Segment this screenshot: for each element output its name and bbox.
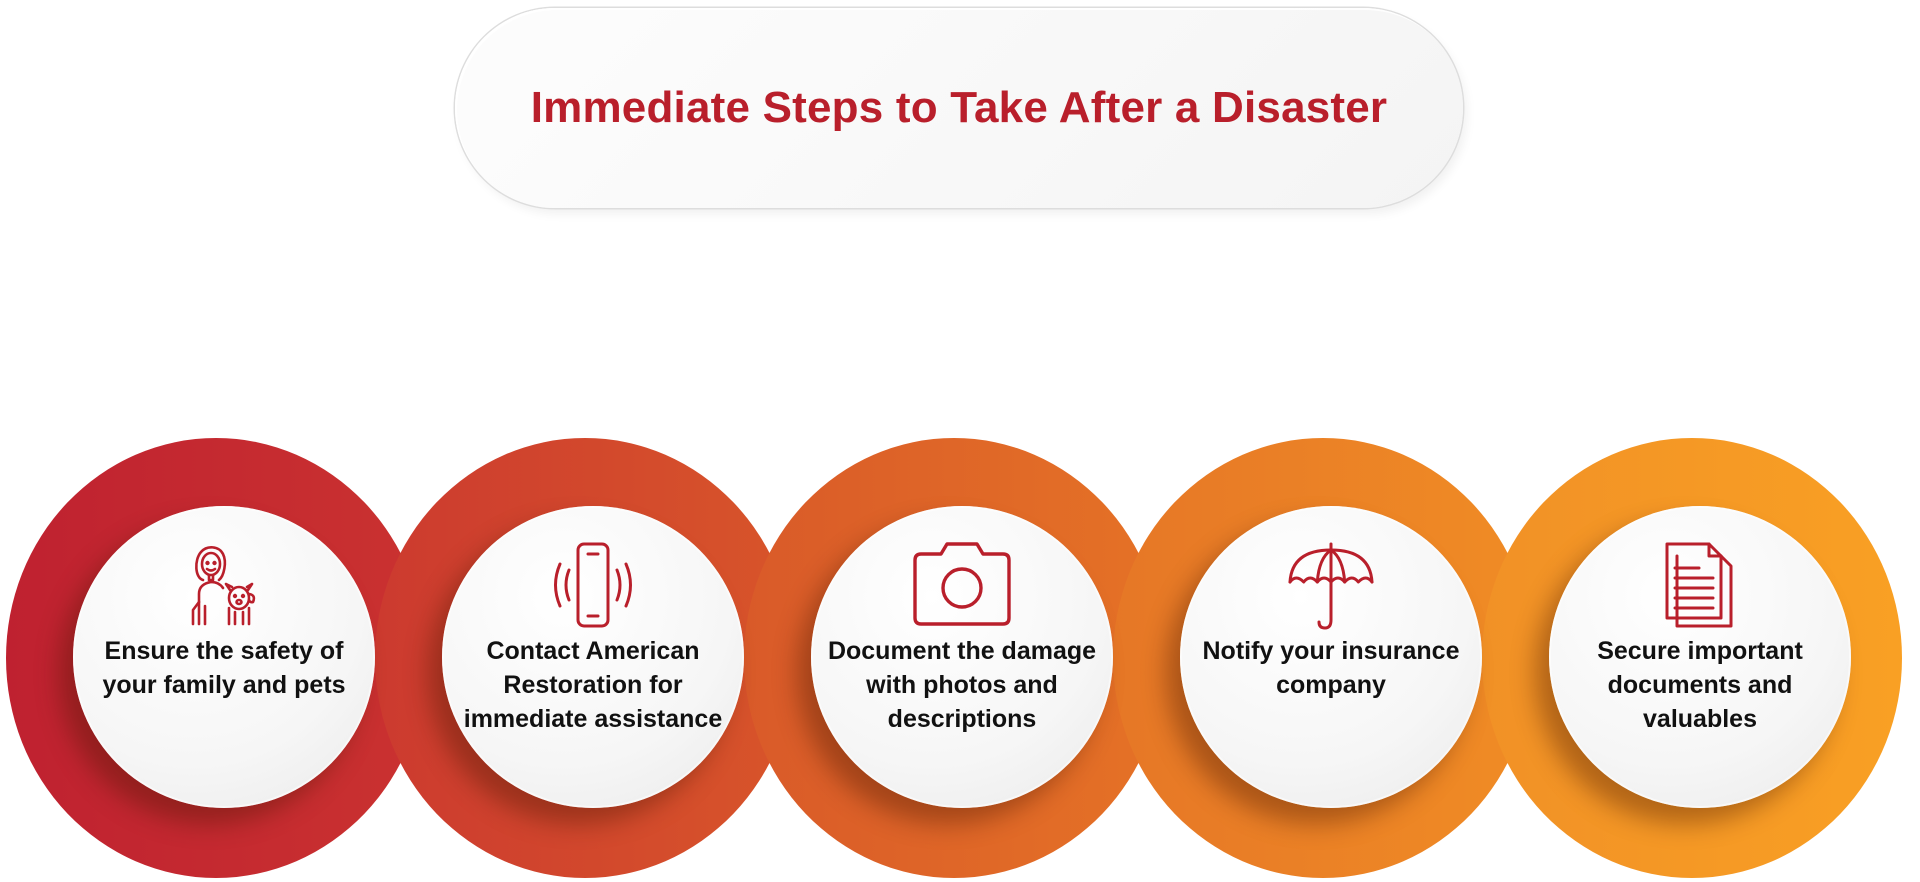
step-label-4: Notify your insurance company (1202, 637, 1460, 699)
step-card-4: Notify your insurance company (1180, 506, 1482, 808)
phone-ringing-icon (554, 542, 632, 628)
family-pet-icon (191, 546, 256, 626)
documents-icon (1665, 542, 1733, 628)
step-card-1: Ensure the safety of your family and pet… (73, 506, 375, 808)
step-label-1: Ensure the safety of your family and pet… (102, 637, 346, 699)
title-banner: Immediate Steps to Take After a Disaster (455, 8, 1463, 208)
step-card-5: Secure important documents and valuables (1549, 506, 1851, 808)
step-card-3: Document the damage with photos and desc… (811, 506, 1113, 808)
page-title: Immediate Steps to Take After a Disaster (530, 83, 1388, 132)
step-label-5: Secure important documents and valuables (1597, 637, 1803, 733)
step-label-3: Document the damage with photos and desc… (827, 637, 1097, 733)
steps-band: Ensure the safety of your family and pet… (0, 438, 1920, 878)
camera-icon (913, 542, 1011, 626)
step-card-2: Contact American Restoration for immedia… (442, 506, 744, 808)
umbrella-icon (1288, 542, 1374, 630)
step-label-2: Contact American Restoration for immedia… (463, 637, 723, 733)
